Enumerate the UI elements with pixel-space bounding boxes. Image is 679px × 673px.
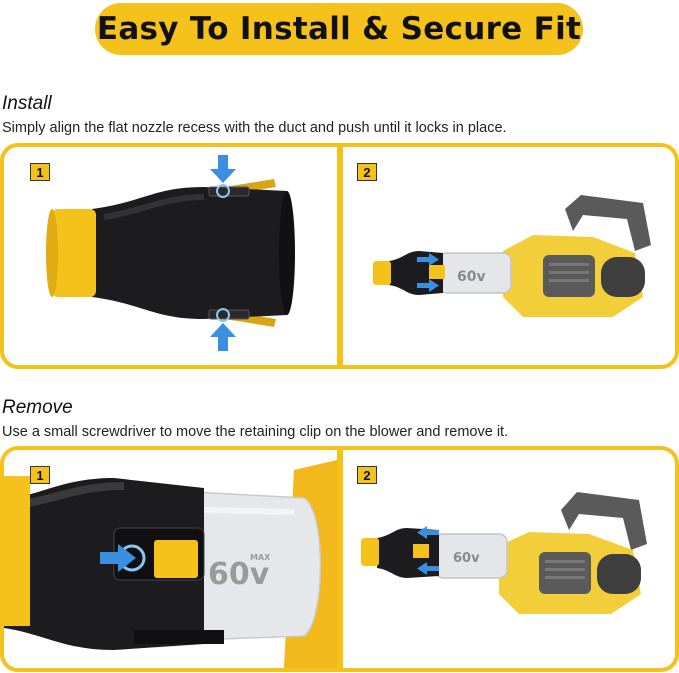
remove-divider: [337, 450, 343, 668]
insert-arrow-bottom-icon: [417, 279, 439, 292]
install-divider: [337, 147, 343, 365]
voltage-label: 60v: [453, 551, 480, 566]
blower-motor-cap: [543, 255, 595, 297]
blower-handle: [561, 492, 647, 550]
install-step-1-illustration: [46, 155, 295, 351]
remove-panel: 60v MAX 1 2 60v: [0, 446, 679, 672]
banner-title: Easy To Install & Secure Fit: [96, 11, 582, 47]
remove-description: Use a small screwdriver to move the reta…: [2, 424, 509, 440]
remove-title: Remove: [2, 397, 73, 418]
install-step-1-badge: 1: [30, 163, 50, 181]
push-arrow-down-icon: [210, 155, 236, 183]
voltage-label: 60v: [457, 269, 486, 285]
remove-arrow-bottom-icon: [417, 562, 439, 575]
remove-arrow-top-icon: [417, 526, 439, 539]
remove-step-2-badge: 2: [357, 466, 377, 484]
retaining-clip[interactable]: [154, 540, 198, 578]
nozzle-tip-closeup: [4, 476, 30, 626]
max-label: MAX: [250, 553, 271, 562]
install-panel: 1 2: [0, 143, 679, 369]
blower-handle: [565, 195, 651, 251]
install-description: Simply align the flat nozzle recess with…: [2, 120, 507, 136]
insert-arrow-top-icon: [417, 253, 439, 266]
remove-step-1-illustration: 60v MAX: [4, 460, 337, 668]
nozzle-body: [92, 187, 287, 319]
remove-step-1-badge: 1: [30, 466, 50, 484]
voltage-label-large: 60v: [208, 557, 270, 592]
release-arrow-icon: [100, 544, 136, 572]
blower-motor-cap: [539, 552, 591, 594]
title-banner: Easy To Install & Secure Fit: [95, 3, 583, 55]
install-title: Install: [2, 93, 52, 114]
install-step-2-illustration: 60v: [373, 195, 651, 317]
install-step-2-badge: 2: [357, 163, 377, 181]
nozzle-tip: [52, 209, 96, 297]
lower-clip: [134, 630, 224, 644]
clear-tube-closeup: [193, 491, 322, 641]
remove-step-2-illustration: 60v: [361, 492, 647, 614]
push-arrow-up-icon: [210, 323, 236, 351]
